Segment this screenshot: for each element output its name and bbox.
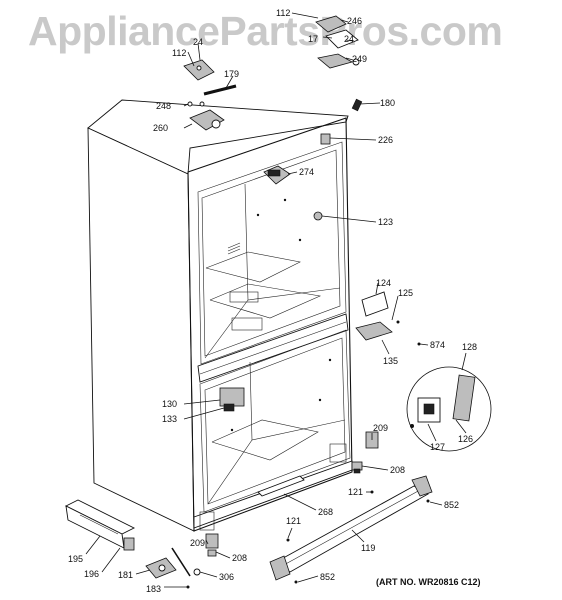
callout-196: 196 [84, 569, 99, 579]
callout-268: 268 [318, 507, 333, 517]
callout-127: 127 [430, 442, 445, 452]
callout-130: 130 [162, 399, 177, 409]
center-hinge-assembly [355, 291, 421, 346]
screw-121-left [286, 538, 290, 542]
callout-195: 195 [68, 554, 83, 564]
callout-306: 306 [219, 572, 234, 582]
art-number-note: (ART NO. WR20816 C12) [376, 577, 481, 587]
callout-209-left: 209 [190, 538, 205, 548]
lower-hinge-181 [145, 547, 201, 589]
callout-226: 226 [378, 135, 393, 145]
callout-123: 123 [378, 217, 393, 227]
callout-112-top: 112 [276, 8, 290, 18]
part-130-133-switch [219, 387, 245, 412]
callout-180: 180 [380, 98, 395, 108]
callout-249: 249 [352, 54, 367, 64]
callout-248: 248 [156, 101, 171, 111]
callout-181: 181 [118, 570, 133, 580]
callout-121-right: 121 [348, 487, 363, 497]
callout-246: 246 [347, 16, 362, 26]
detail-circle-128 [406, 366, 492, 452]
callout-labels: 112 246 24 17 249 112 24 179 180 248 260… [68, 8, 477, 594]
callout-119: 119 [361, 543, 375, 553]
callout-183: 183 [146, 584, 161, 594]
callout-874: 874 [430, 340, 445, 350]
callout-852-right: 852 [444, 500, 459, 510]
callout-121-left: 121 [286, 516, 301, 526]
callout-260: 260 [153, 123, 168, 133]
part-274-damper [263, 165, 291, 185]
part-180-pin [351, 98, 363, 112]
callout-124: 124 [376, 278, 391, 288]
watermark: AppliancePartsPros.com [28, 8, 503, 54]
callout-209-right: 209 [373, 423, 388, 433]
callout-24-left: 24 [193, 37, 203, 47]
toe-grille-195 [64, 499, 136, 551]
leader-lines [85, 12, 467, 588]
callout-125: 125 [398, 288, 413, 298]
roller-rail-119 [269, 475, 433, 581]
callout-17: 17 [308, 34, 318, 44]
refrigerator-cabinet [87, 99, 353, 532]
left-leveling-leg [205, 533, 219, 557]
part-226-clip [320, 133, 331, 145]
callout-112-left: 112 [172, 48, 186, 58]
callout-24-right: 24 [344, 34, 354, 44]
callout-208-left: 208 [232, 553, 247, 563]
callout-133: 133 [162, 414, 177, 424]
screw-852-right [426, 499, 430, 503]
callout-208-right: 208 [390, 465, 405, 475]
top-left-hinge-assembly [183, 59, 237, 131]
bottom-rail-268 [257, 475, 305, 497]
callout-179: 179 [224, 69, 239, 79]
callout-274: 274 [299, 167, 314, 177]
callout-852-left: 852 [320, 572, 335, 582]
callout-135: 135 [383, 356, 398, 366]
part-123-light-socket [313, 211, 323, 221]
callout-128: 128 [462, 342, 477, 352]
callout-126: 126 [458, 434, 473, 444]
top-right-hinge-assembly [315, 15, 360, 69]
screw-852-left [294, 580, 298, 584]
